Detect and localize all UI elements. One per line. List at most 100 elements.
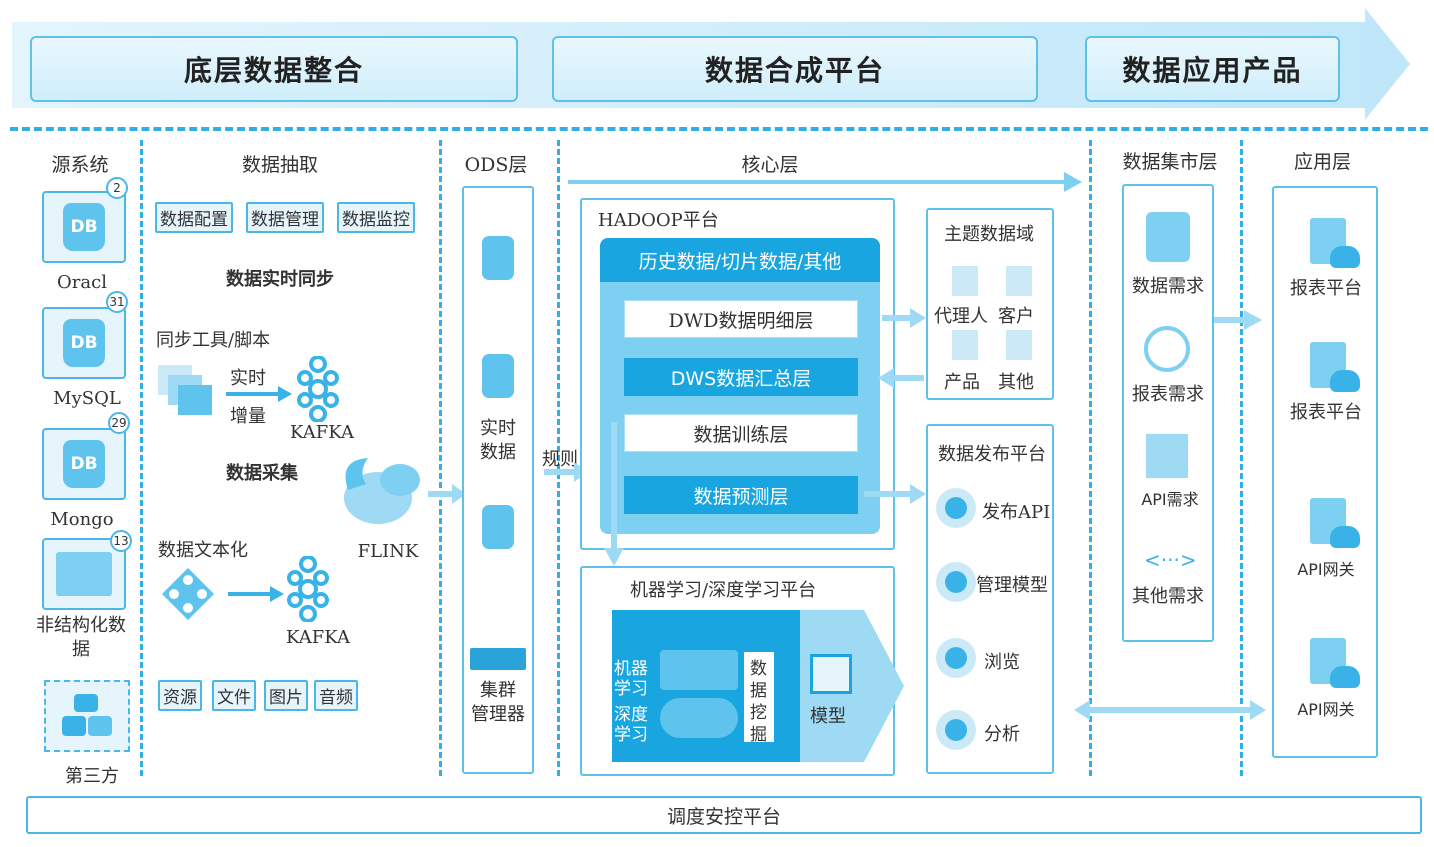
source-count-badge: 2 bbox=[106, 177, 128, 199]
diamond-cluster-icon bbox=[162, 568, 214, 620]
arrow-to-ods bbox=[428, 484, 466, 504]
arrow-right-icon bbox=[228, 586, 284, 602]
source-mysql-card: DB bbox=[42, 307, 126, 379]
model-label: 模型 bbox=[810, 706, 846, 727]
report-user-icon bbox=[1144, 326, 1190, 372]
text-conversion-label: 数据文本化 bbox=[158, 540, 248, 561]
ml-title: 机器学习/深度学习平台 bbox=[630, 580, 817, 601]
app-item: 报表平台 bbox=[1290, 278, 1362, 299]
core-top-arrow bbox=[568, 172, 1082, 192]
divider-3 bbox=[557, 140, 560, 776]
source-type-tag: 资源 bbox=[158, 680, 202, 711]
dwd-label: DWD数据明细层 bbox=[668, 309, 814, 332]
db-icon: DB bbox=[63, 203, 105, 251]
arrow-to-theme bbox=[882, 308, 926, 328]
divider-1 bbox=[140, 140, 143, 776]
data-collect-title: 数据采集 bbox=[226, 463, 298, 484]
source-count-badge: 31 bbox=[106, 291, 128, 313]
theme-title: 主题数据域 bbox=[944, 224, 1034, 245]
app-item: API网关 bbox=[1297, 700, 1355, 719]
analysis-icon bbox=[936, 710, 976, 750]
train-layer: 数据训练层 bbox=[624, 414, 858, 452]
dwd-layer: DWD数据明细层 bbox=[624, 300, 858, 338]
arrow-from-theme bbox=[878, 368, 924, 388]
extract-tag: 数据监控 bbox=[337, 202, 415, 233]
ods-database-icon bbox=[482, 354, 514, 398]
api-request-icon bbox=[1146, 434, 1188, 478]
cluster-manager-icon bbox=[470, 648, 526, 670]
extract-tag: 数据管理 bbox=[246, 202, 324, 233]
incremental-label: 增量 bbox=[230, 406, 266, 427]
source-name: Mongo bbox=[50, 509, 114, 530]
theme-item: 其他 bbox=[998, 372, 1034, 393]
source-type-tag: 图片 bbox=[264, 680, 308, 711]
col-title-source: 源系统 bbox=[51, 154, 109, 176]
flink-label: FLINK bbox=[357, 541, 419, 562]
source-name: MySQL bbox=[53, 388, 121, 409]
ods-data-label: 数据 bbox=[480, 442, 516, 463]
model-manage-icon bbox=[936, 562, 976, 602]
divider-2 bbox=[439, 140, 442, 776]
ods-realtime-label: 实时 bbox=[480, 418, 516, 439]
phase-synthesis-platform: 数据合成平台 bbox=[552, 36, 1038, 102]
publish-title: 数据发布平台 bbox=[938, 444, 1046, 465]
source-name: 第三方 bbox=[65, 766, 119, 787]
predict-label: 数据预测层 bbox=[693, 485, 789, 508]
ods-panel bbox=[462, 186, 534, 774]
phase-base-integration: 底层数据整合 bbox=[30, 36, 518, 102]
dws-label: DWS数据汇总层 bbox=[670, 367, 812, 390]
sync-tool-label: 同步工具/脚本 bbox=[156, 330, 271, 351]
extract-tag: 数据配置 bbox=[155, 202, 233, 233]
source-mongo-card: DB bbox=[42, 428, 126, 500]
phase-label: 数据应用产品 bbox=[1122, 54, 1303, 87]
ml-gear-icon bbox=[660, 650, 738, 690]
source-count-badge: 13 bbox=[110, 530, 132, 552]
ml-arrow-shape bbox=[800, 610, 904, 762]
source-type-tag: 音频 bbox=[314, 680, 358, 711]
phase-label: 底层数据整合 bbox=[183, 54, 364, 87]
divider-4 bbox=[1089, 140, 1092, 776]
publish-item: 浏览 bbox=[984, 652, 1020, 673]
source-unstructured-card bbox=[42, 538, 126, 610]
predict-layer: 数据预测层 bbox=[624, 476, 858, 514]
building-icon bbox=[1006, 266, 1032, 296]
ml-label: 学习 bbox=[614, 679, 648, 699]
mart-item: 数据需求 bbox=[1132, 276, 1204, 297]
double-arrow bbox=[1074, 700, 1266, 720]
report-platform-icon bbox=[1310, 218, 1360, 268]
dl-label: 深度 bbox=[614, 705, 648, 725]
col-title-ods: ODS层 bbox=[464, 154, 528, 176]
dl-brain-icon bbox=[660, 698, 738, 738]
cluster-label: 管理器 bbox=[471, 704, 525, 725]
ml-label: 机器 bbox=[614, 659, 648, 679]
building-icon bbox=[1006, 330, 1032, 360]
eye-icon bbox=[936, 638, 976, 678]
source-name: 非结构化数据 bbox=[36, 615, 126, 660]
arrow-down-ml bbox=[604, 422, 624, 566]
mining-char: 挖 bbox=[750, 703, 767, 723]
mart-item: 其他需求 bbox=[1132, 586, 1204, 607]
kafka-icon bbox=[287, 556, 329, 622]
mining-box bbox=[744, 652, 774, 742]
database-book-icon bbox=[1146, 212, 1190, 262]
kafka-icon bbox=[297, 356, 339, 422]
publish-item: 发布API bbox=[982, 502, 1051, 523]
history-header: 历史数据/切片数据/其他 bbox=[600, 238, 880, 282]
api-gateway-icon bbox=[1310, 638, 1360, 688]
divider-top bbox=[10, 127, 1428, 131]
theme-panel bbox=[926, 208, 1054, 400]
cluster-label: 集群 bbox=[480, 680, 516, 701]
col-title-core: 核心层 bbox=[741, 154, 799, 176]
kafka-label: KAFKA bbox=[290, 422, 354, 443]
kafka-label: KAFKA bbox=[286, 627, 350, 648]
app-item: 报表平台 bbox=[1290, 402, 1362, 423]
theme-item: 代理人 bbox=[934, 306, 988, 327]
theme-item: 客户 bbox=[998, 306, 1034, 327]
dws-layer: DWS数据汇总层 bbox=[624, 358, 858, 396]
mart-item: API需求 bbox=[1141, 490, 1199, 509]
source-oracle-card: DB bbox=[42, 191, 126, 263]
train-label: 数据训练层 bbox=[693, 423, 789, 446]
db-icon: DB bbox=[63, 440, 105, 488]
hadoop-title: HADOOP平台 bbox=[598, 210, 719, 231]
history-label: 历史数据/切片数据/其他 bbox=[638, 250, 842, 273]
